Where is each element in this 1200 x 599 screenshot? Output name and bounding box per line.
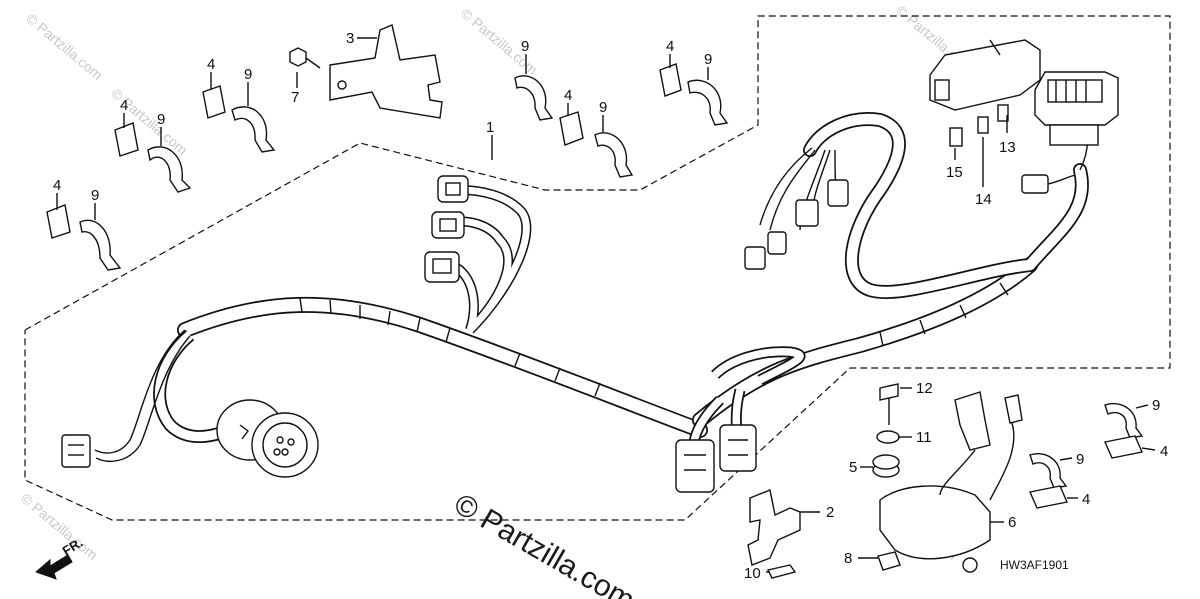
callout-13: 13	[999, 139, 1016, 156]
callout-8: 8	[844, 550, 852, 567]
main-harness-outline	[24, 15, 1171, 521]
callout-12: 12	[916, 380, 933, 397]
bracket-part-3	[329, 24, 443, 119]
front-direction-arrow: FR.	[35, 535, 85, 580]
callout-6: 6	[1008, 514, 1016, 531]
callout-9: 9	[157, 111, 165, 128]
clip-and-grommet-set	[46, 63, 1144, 509]
callout-4: 4	[120, 97, 128, 114]
faint-watermark: © Partzilla.com	[23, 10, 106, 83]
group-outlines	[24, 15, 1171, 521]
callout-10: 10	[744, 565, 761, 582]
callout-5: 5	[849, 459, 857, 476]
callout-4: 4	[53, 177, 61, 194]
callout-7: 7	[291, 89, 299, 106]
callout-9: 9	[521, 38, 529, 55]
faint-watermarks: © Partzilla.com © Partzilla.com © Partzi…	[18, 2, 976, 563]
round-connector	[216, 399, 319, 478]
callout-4: 4	[666, 38, 674, 55]
callout-11: 11	[916, 429, 932, 446]
callout-4: 4	[1160, 443, 1168, 460]
leader-lines	[56, 37, 1156, 573]
lower-right-parts	[747, 383, 1023, 579]
lower-connectors	[675, 424, 757, 493]
left-small-connector	[61, 434, 91, 468]
fuse-box	[1034, 71, 1119, 146]
callout-9: 9	[704, 51, 712, 68]
callout-9: 9	[1076, 451, 1084, 468]
callout-2: 2	[826, 504, 834, 521]
diagram-code: HW3AF1901	[1000, 558, 1069, 572]
callout-9: 9	[244, 66, 252, 83]
partzilla-watermark: © Partzilla.com	[449, 487, 641, 599]
callout-14: 14	[975, 191, 992, 208]
callout-9: 9	[91, 187, 99, 204]
callout-4: 4	[564, 87, 572, 104]
callout-3: 3	[346, 30, 354, 47]
main-wire-harness	[61, 109, 1089, 493]
callout-1: 1	[486, 119, 494, 136]
bolt-part-7	[289, 47, 321, 69]
faint-watermark: © Partzilla.com	[18, 490, 101, 563]
upper-connectors	[424, 175, 469, 283]
callout-9: 9	[599, 99, 607, 116]
fuse-box-cover	[929, 39, 1041, 111]
callout-9: 9	[1152, 397, 1160, 414]
callout-numbers: 1 2 3 4 4 4 4 4 4 4 5 6 7 8 9 9 9 9 9 9 …	[53, 30, 1168, 582]
upper-right-small-connectors	[744, 174, 1049, 270]
callout-4: 4	[1082, 491, 1090, 508]
callout-4: 4	[207, 56, 215, 73]
fuses	[949, 104, 1009, 147]
callout-15: 15	[946, 164, 963, 181]
